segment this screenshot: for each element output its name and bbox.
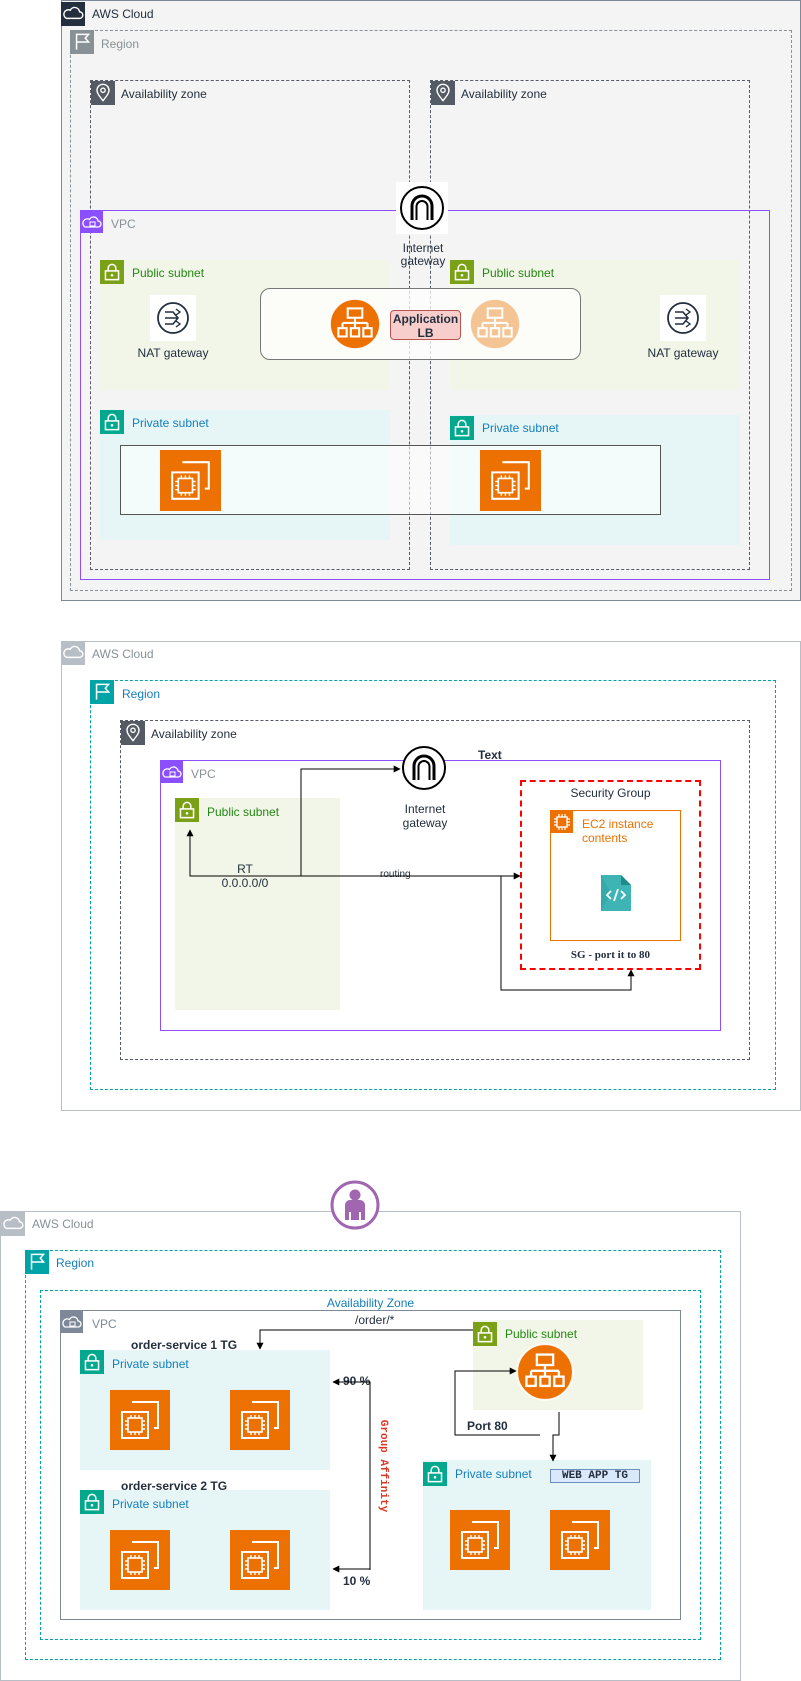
tg1-label: order-service 1 TG (131, 1338, 238, 1352)
private-subnet-left-label: Private subnet (132, 416, 209, 430)
availability-zone (120, 720, 750, 1060)
lb-port-loop-arrow (454, 1367, 540, 1436)
aws-cloud-label: AWS Cloud (92, 7, 154, 21)
flag-icon (70, 30, 94, 54)
availability-zone (40, 1290, 701, 1640)
route-arrow (256, 1329, 473, 1350)
port-label: Port 80 (467, 1419, 508, 1433)
route-table-label: RT 0.0.0.0/0 (221, 862, 269, 890)
lock-icon (450, 416, 474, 440)
rt-to-igw-arrow (250, 765, 401, 877)
private-subnet-1-label: Private subnet (112, 1357, 189, 1371)
vpc-group (60, 1310, 681, 1620)
diagram-2-connectors (186, 765, 635, 991)
location-pin-icon (121, 721, 145, 745)
text-label: Text (478, 748, 502, 762)
nat-gateway-icon (150, 295, 196, 341)
region-group (25, 1250, 721, 1660)
aws-cloud-label: AWS Cloud (32, 1217, 94, 1231)
vpc-label: VPC (111, 217, 136, 231)
private-subnet-3-label: Private subnet (455, 1467, 532, 1481)
ec2-instance-label: EC2 instance contents (582, 817, 654, 845)
az-right-label: Availability zone (461, 87, 547, 101)
region-group (90, 680, 776, 1090)
vpc-icon (81, 211, 103, 233)
rt-to-subnet-arrow (186, 829, 250, 877)
pct-90-label: 90 % (343, 1374, 371, 1388)
vpc-label: VPC (92, 1317, 117, 1331)
vpc-icon (161, 761, 183, 783)
sg-loop-arrow (500, 876, 635, 991)
affinity-10-arrow (332, 1565, 371, 1573)
nat-gateway-left-label: NAT gateway (137, 346, 209, 360)
application-lb-label: Application LB (390, 310, 461, 340)
tg2-label: order-service 2 TG (121, 1479, 228, 1493)
region-label: Region (56, 1256, 95, 1270)
location-pin-icon (91, 81, 115, 105)
public-subnet-right-label: Public subnet (482, 266, 555, 280)
lock-icon (423, 1462, 447, 1486)
lock-icon (450, 260, 474, 284)
vpc-label: VPC (191, 767, 216, 781)
az-label: Availability Zone (326, 1296, 415, 1310)
private-subnet-right-label: Private subnet (482, 421, 559, 435)
public-subnet-left-label: Public subnet (132, 266, 205, 280)
flag-icon (90, 680, 114, 704)
lock-icon (80, 1490, 104, 1514)
private-subnet-2-label: Private subnet (112, 1497, 189, 1511)
lock-icon (473, 1322, 497, 1346)
vpc-icon (61, 1311, 83, 1333)
pct-10-label: 10 % (343, 1574, 371, 1588)
security-group-label: Security Group (570, 786, 651, 800)
internet-gateway-label: Internet gateway (400, 241, 446, 268)
lock-icon (80, 1350, 104, 1374)
security-group-box (520, 780, 701, 970)
cloud-icon (61, 2, 85, 26)
cloud-icon (1, 1212, 25, 1236)
lock-icon (175, 798, 199, 822)
affinity-90-arrow (332, 1378, 371, 1390)
az-left-label: Availability zone (121, 87, 207, 101)
sg-port-label: SG - port it to 80 (570, 949, 651, 961)
region-group (70, 30, 792, 591)
cloud-icon (61, 641, 85, 665)
diagram-3-connectors (256, 1329, 560, 1573)
lb-to-webapp-arrow (549, 1412, 560, 1462)
web-app-tg-label: WEB APP TG (550, 1469, 640, 1483)
route-path-label: /order/* (355, 1313, 395, 1327)
nat-gateway-right-label: NAT gateway (647, 346, 719, 360)
az-label: Availability zone (151, 727, 237, 741)
region-label: Region (101, 37, 140, 51)
region-label: Region (122, 687, 161, 701)
lock-icon (100, 410, 124, 434)
public-subnet-label: Public subnet (207, 805, 280, 819)
public-subnet-label: Public subnet (505, 1327, 578, 1341)
internet-gateway-icon (396, 182, 448, 234)
flag-icon (25, 1250, 49, 1274)
nat-gateway-icon (660, 295, 706, 341)
location-pin-icon (431, 81, 455, 105)
internet-gateway-label: Internet gateway (402, 802, 448, 830)
lock-icon (100, 260, 124, 284)
aws-cloud-label: AWS Cloud (92, 647, 154, 661)
routing-label: routing (380, 869, 411, 880)
public-subnet (175, 798, 340, 1010)
ec2-instance-box (550, 810, 681, 941)
